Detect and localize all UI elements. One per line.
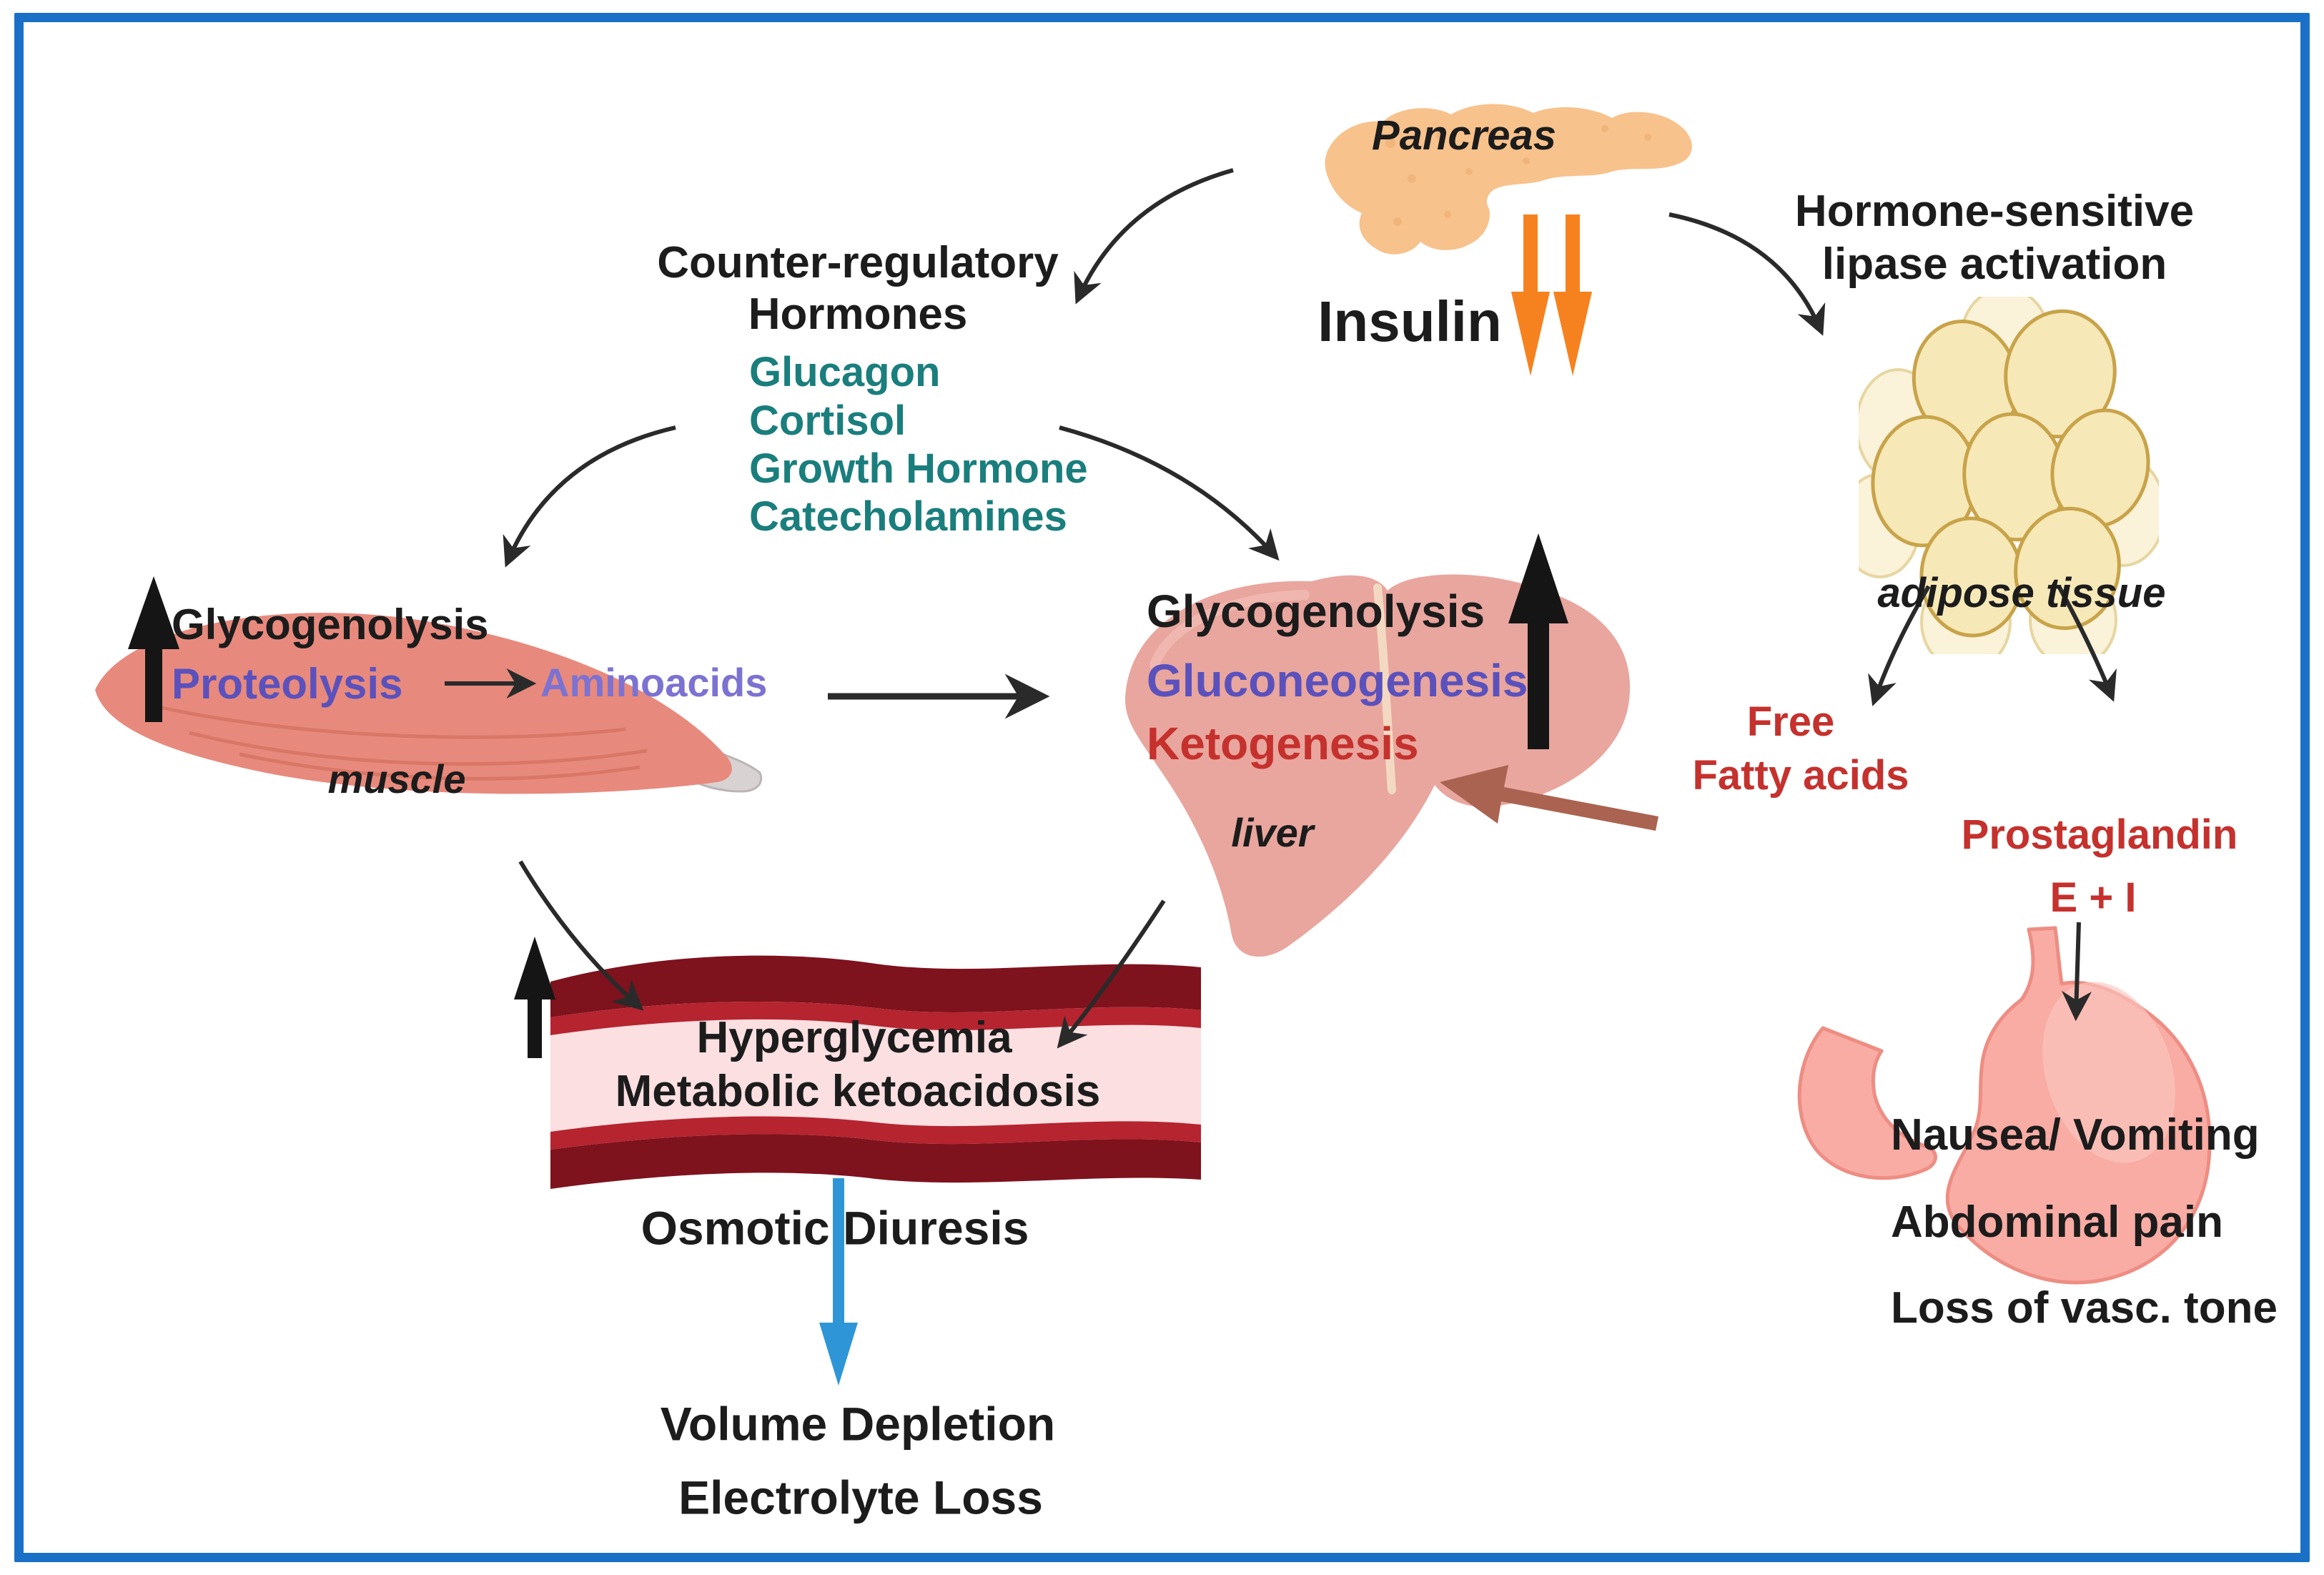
- arrow-muscle-to-vessel: [518, 860, 644, 1011]
- liver-glycogenolysis-label: Glycogenolysis: [1147, 585, 1485, 637]
- arrow-hormones-to-muscle: [503, 425, 676, 568]
- muscle-icon: [95, 613, 763, 794]
- arrow-liver-to-vessel: [1057, 899, 1166, 1049]
- diuresis-down-arrow: [819, 1178, 858, 1386]
- arrow-adipose-to-prostaglandin: [2057, 585, 2117, 702]
- hormone-item-cortisol: Cortisol: [749, 398, 906, 445]
- metabolic-ketoacidosis-label: Metabolic ketoacidosis: [615, 1066, 1101, 1116]
- arrow-pancreas-to-hormones: [1074, 168, 1234, 305]
- volume-depletion-label: Volume Depletion: [660, 1397, 1056, 1451]
- arrow-prostaglandin-to-stomach: [2062, 922, 2092, 1022]
- stomach-symptom-abdominal-pain: Abdominal pain: [1891, 1197, 2223, 1247]
- pancreas-icon: [1325, 104, 1692, 255]
- free-fatty-acids-line1: Free: [1746, 698, 1835, 746]
- free-fatty-acids-line2: Fatty acids: [1692, 752, 1909, 799]
- electrolyte-loss-label: Electrolyte Loss: [678, 1471, 1043, 1524]
- liver-ketogenesis-label: Ketogenesis: [1147, 717, 1419, 769]
- pancreas-label: Pancreas: [1372, 112, 1556, 159]
- counter-regulatory-title-line2: Hormones: [748, 289, 968, 339]
- adipose-tissue-icon: [1859, 297, 2159, 654]
- arrow-adipose-to-ffa: [1868, 585, 1931, 706]
- stomach-icon: [1797, 926, 2212, 1285]
- hormone-item-growth-hormone: Growth Hormone: [749, 445, 1088, 493]
- arrow-hormones-to-liver: [1059, 425, 1280, 561]
- hyperglycemia-label: Hyperglycemia: [696, 1012, 1012, 1062]
- insulin-down-arrows: [1511, 214, 1592, 376]
- lipase-activation-line1: Hormone-sensitive: [1794, 186, 2195, 236]
- blood-vessel-icon: [550, 955, 1201, 1189]
- hormone-item-glucagon: Glucagon: [749, 349, 941, 396]
- hormone-item-catecholamines: Catecholamines: [749, 493, 1067, 540]
- muscle-glycogenolysis-label: Glycogenolysis: [172, 601, 489, 648]
- liver-gluconeogenesis-label: Gluconeogenesis: [1147, 654, 1528, 706]
- vessel-up-arrow: [514, 937, 555, 1058]
- insulin-label: Insulin: [1317, 290, 1502, 353]
- osmotic-diuresis-label: Osmotic Diuresis: [641, 1201, 1029, 1255]
- muscle-proteolysis-label: Proteolysis: [172, 660, 403, 708]
- liver-organ-label: liver: [1231, 810, 1314, 856]
- prostaglandin-line1: Prostaglandin: [1961, 811, 2238, 859]
- stomach-symptom-vasc-tone: Loss of vasc. tone: [1891, 1283, 2278, 1333]
- lipase-activation-line2: lipase activation: [1821, 239, 2167, 289]
- liver-icon: [1124, 574, 1631, 957]
- prostaglandin-line2: E + I: [2049, 874, 2137, 922]
- arrow-pancreas-to-lipase: [1668, 212, 1826, 336]
- muscle-up-arrow: [128, 576, 179, 722]
- liver-up-arrow: [1508, 533, 1568, 749]
- aminoacids-label: Aminoacids: [540, 660, 768, 706]
- muscle-organ-label: muscle: [327, 756, 466, 802]
- counter-regulatory-title-line1: Counter-regulatory: [657, 237, 1059, 287]
- stomach-symptom-nausea: Nausea/ Vomiting: [1891, 1110, 2260, 1160]
- adipose-tissue-label: adipose tissue: [1877, 570, 2166, 617]
- ketogenesis-feedback-arrow: [1440, 765, 1658, 831]
